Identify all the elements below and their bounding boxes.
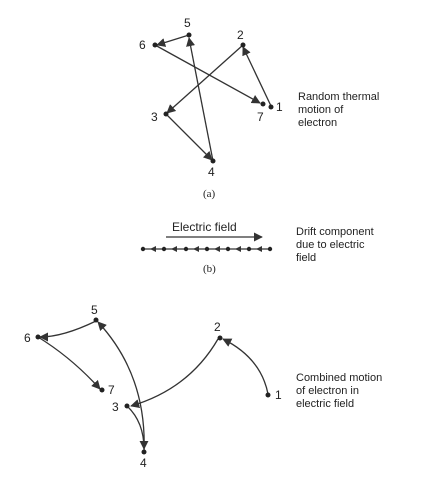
drift-dot-5 <box>225 246 231 252</box>
drift-dot-4 <box>204 246 210 252</box>
label-a-4: 4 <box>208 165 215 179</box>
segment-a-2-3 <box>166 44 244 114</box>
drift-arrowhead-3 <box>193 246 199 252</box>
point-a-6 <box>152 42 158 48</box>
drift-arrowhead-6 <box>256 246 262 252</box>
description-a-line-2: motion of <box>298 104 344 116</box>
description-a-line-3: electron <box>298 117 337 129</box>
point-a-5 <box>186 32 192 38</box>
drift-dot-6 <box>246 246 252 252</box>
point-a-1 <box>268 104 274 110</box>
label-a-6: 6 <box>139 38 146 52</box>
drift-arrowhead-2 <box>171 246 177 252</box>
description-c-line-2: of electron in <box>296 385 359 397</box>
point-c-3 <box>124 403 130 409</box>
segment-a-6-7 <box>154 44 261 104</box>
segment-a-3-4 <box>165 113 213 161</box>
segment-c-5-6 <box>39 320 97 342</box>
drift-arrowhead-4 <box>214 246 220 252</box>
point-c-7 <box>99 387 105 393</box>
panel-c: 1 2 3 4 5 6 7 Combined motion of electro… <box>24 303 382 470</box>
point-a-7 <box>260 101 266 107</box>
drift-dot-7 <box>267 246 273 252</box>
point-c-2 <box>217 335 223 341</box>
description-a-line-1: Random thermal <box>298 91 379 103</box>
segment-c-2-3 <box>130 338 219 409</box>
point-a-4 <box>210 158 216 164</box>
point-c-5 <box>93 317 99 323</box>
description-c-line-3: electric field <box>296 398 354 410</box>
drift-arrowhead-5 <box>235 246 241 252</box>
point-c-4 <box>141 449 147 455</box>
field-label: Electric field <box>172 220 237 234</box>
drift-arrowhead-1 <box>150 246 156 252</box>
description-b-line-2: due to electric <box>296 239 365 251</box>
label-c-7: 7 <box>108 383 115 397</box>
description-b-line-3: field <box>296 252 316 264</box>
label-a-2: 2 <box>237 28 244 42</box>
panel-a: 1 2 3 4 5 6 7 (a) Random thermal motion … <box>139 16 379 200</box>
label-c-3: 3 <box>112 400 119 414</box>
label-c-6: 6 <box>24 331 31 345</box>
label-c-1: 1 <box>275 388 282 402</box>
segment-c-1-2 <box>222 338 269 395</box>
point-a-3 <box>163 111 169 117</box>
label-a-1: 1 <box>276 100 283 114</box>
drift-dot-2 <box>161 246 167 252</box>
point-c-6 <box>35 334 41 340</box>
segment-c-4-5 <box>97 321 145 453</box>
caption-a: (a) <box>203 188 216 200</box>
panel-b: Electric field (b) Drift component due t… <box>140 220 374 275</box>
segment-c-6-7 <box>37 336 101 390</box>
label-a-7: 7 <box>257 110 264 124</box>
point-a-2 <box>240 42 246 48</box>
label-a-5: 5 <box>184 16 191 30</box>
description-c-line-1: Combined motion <box>296 372 382 384</box>
description-b-line-1: Drift component <box>296 226 374 238</box>
segment-a-1-2 <box>242 46 272 107</box>
label-c-4: 4 <box>140 456 147 470</box>
point-c-1 <box>265 392 271 398</box>
label-c-5: 5 <box>91 303 98 317</box>
label-c-2: 2 <box>214 320 221 334</box>
drift-dot-3 <box>183 246 189 252</box>
segment-a-5-6 <box>156 34 190 47</box>
caption-b: (b) <box>203 263 216 275</box>
label-a-3: 3 <box>151 110 158 124</box>
drift-dot-1 <box>140 246 146 252</box>
segment-a-4-5 <box>186 37 214 162</box>
